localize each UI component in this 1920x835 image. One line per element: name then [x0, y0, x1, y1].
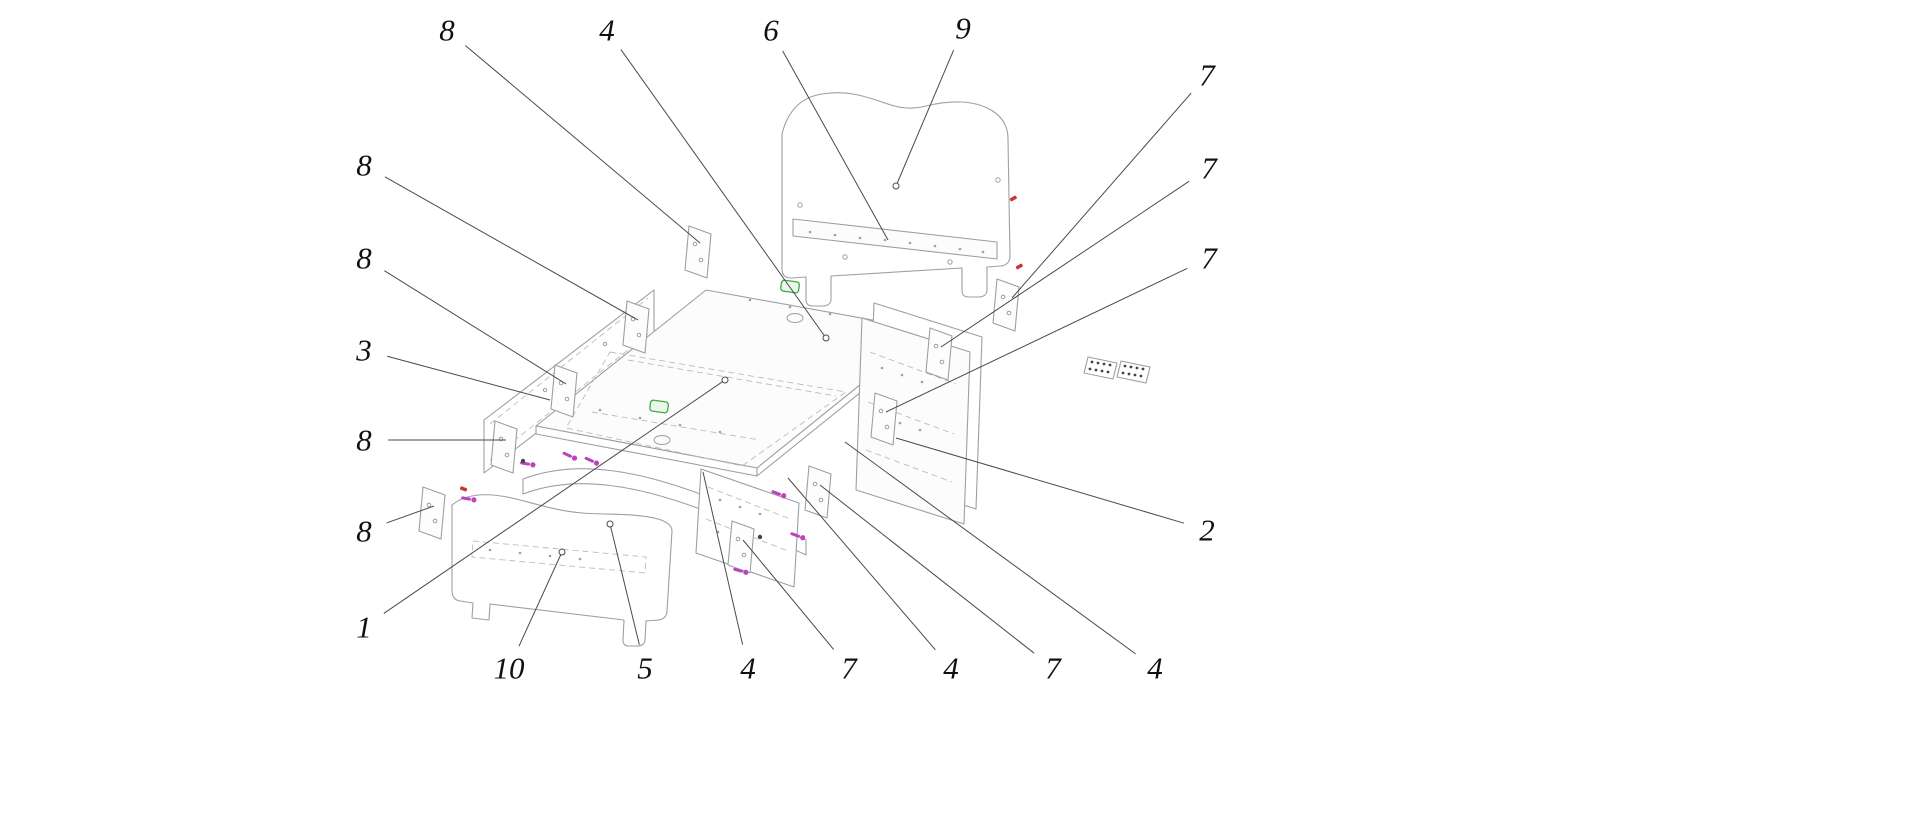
leader-end-hole — [558, 548, 566, 556]
mounting-bracket — [550, 364, 578, 418]
leader-line — [787, 477, 936, 651]
curved-valance-rail — [522, 468, 807, 556]
headboard-rail — [792, 218, 998, 260]
mounting-bracket — [418, 486, 446, 540]
footboard-panel — [451, 494, 673, 647]
headboard-panel — [781, 92, 1011, 307]
mounting-bracket — [804, 465, 832, 519]
part-label: 8 — [356, 423, 372, 458]
part-label: 5 — [637, 651, 653, 686]
mounting-bracket — [684, 225, 712, 279]
mounting-bracket — [490, 420, 518, 474]
leader-line — [895, 49, 955, 187]
part-label: 8 — [356, 148, 372, 183]
part-label: 7 — [1201, 151, 1218, 186]
part-label: 8 — [356, 241, 372, 276]
leader-end-hole — [892, 182, 900, 190]
dark-fitting-hardware — [520, 458, 763, 540]
leader-line — [384, 176, 639, 321]
mounting-bracket — [727, 520, 755, 574]
part-label: 4 — [943, 651, 959, 686]
mounting-bracket — [622, 300, 650, 354]
leader-line — [702, 471, 744, 645]
leader-line — [384, 270, 567, 385]
part-label: 7 — [1199, 58, 1216, 93]
mounting-bracket — [870, 392, 898, 446]
leader-line — [782, 50, 889, 241]
platform-holes — [598, 298, 872, 434]
leader-line — [518, 551, 563, 647]
leader-line — [383, 379, 726, 614]
leader-line — [940, 180, 1190, 348]
part-label: 7 — [841, 651, 858, 686]
hardware-grid — [1083, 356, 1151, 384]
leader-line — [844, 441, 1136, 655]
leader-line — [1011, 92, 1192, 299]
furniture-outline — [418, 92, 1151, 647]
screw-hardware — [461, 451, 806, 575]
leader-end-hole — [822, 334, 830, 342]
leader-end-hole — [606, 520, 614, 528]
part-labels: 8 4 6 9 7 7 7 2 8 8 3 8 8 1 10 5 4 7 4 7 4 — [355, 11, 1218, 686]
part-label: 7 — [1201, 241, 1218, 276]
part-label: 4 — [599, 13, 615, 48]
mounting-bracket — [992, 278, 1020, 332]
leader-line — [465, 45, 701, 244]
leader-line — [386, 505, 435, 524]
mounting-bracket — [925, 327, 953, 381]
cam-lock-hardware — [649, 279, 801, 414]
leader-line — [387, 355, 551, 401]
headboard-rail-holes — [808, 230, 985, 254]
part-label: 1 — [356, 610, 372, 645]
part-label: 4 — [1147, 651, 1163, 686]
leader-line — [885, 267, 1188, 413]
leader-line — [620, 49, 827, 339]
part-label: 9 — [955, 11, 971, 46]
leader-line — [819, 484, 1035, 654]
part-label: 8 — [356, 514, 372, 549]
leader-line — [895, 437, 1185, 524]
part-label: 4 — [740, 651, 756, 686]
leader-end-hole — [721, 376, 729, 384]
part-label: 6 — [763, 13, 779, 48]
part-label: 3 — [355, 333, 372, 368]
red-fitting-hardware — [459, 195, 1023, 492]
footboard-holes — [488, 548, 582, 561]
part-label: 8 — [439, 13, 455, 48]
part-label: 7 — [1045, 651, 1062, 686]
part-label: 10 — [494, 651, 526, 686]
leader-line — [742, 539, 835, 650]
footboard-rail — [471, 540, 647, 574]
part-label: 2 — [1199, 513, 1215, 548]
leader-line — [609, 523, 640, 645]
leader-lines — [383, 45, 1192, 655]
